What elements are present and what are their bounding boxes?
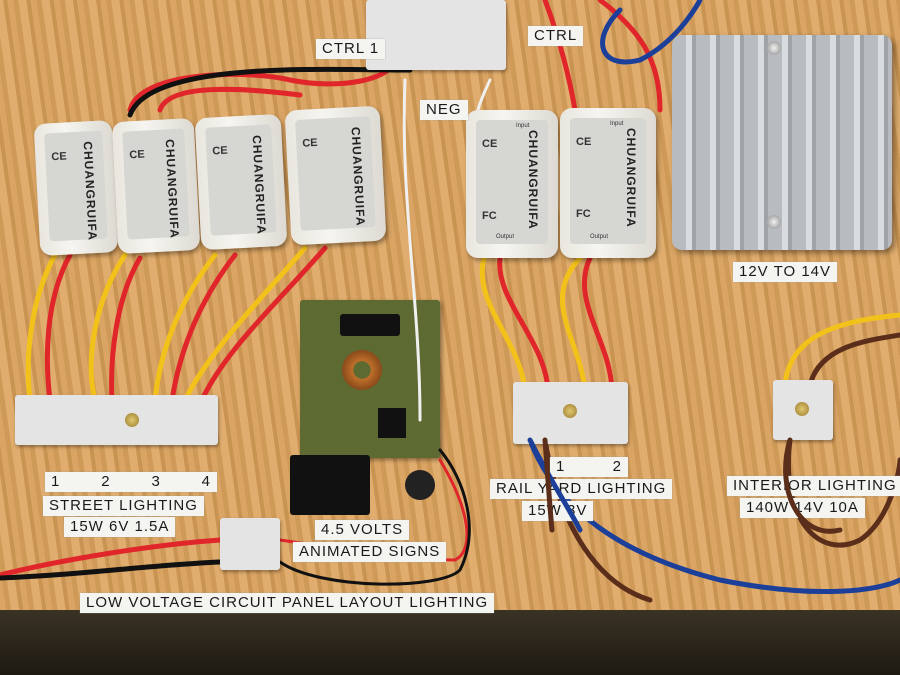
ce-mark: CE	[576, 136, 592, 148]
circuit-number: 1	[51, 473, 61, 490]
fc-mark: FC	[482, 210, 497, 222]
input-label: Input	[610, 121, 624, 127]
label-rail-numbers: 1 2	[550, 457, 628, 477]
input-label: Input	[516, 123, 530, 129]
ce-mark: CE	[482, 138, 498, 150]
screw-icon	[795, 402, 809, 416]
low-voltage-terminal-block	[220, 518, 280, 570]
led-driver-module-6: CE CHUANGRUIFA Input Output FC	[560, 108, 656, 258]
toroid-inductor	[342, 350, 382, 390]
label-panel-title: LOW VOLTAGE CIRCUIT PANEL LAYOUT LIGHTIN…	[80, 593, 495, 613]
label-street-spec: 15W 6V 1.5A	[64, 517, 176, 537]
circuit-number: 1	[556, 458, 566, 475]
circuit-number: 3	[151, 473, 161, 490]
circuit-number: 2	[101, 473, 111, 490]
label-ctrl-2: CTRL	[528, 26, 584, 46]
ic-chip	[378, 408, 406, 438]
fc-mark: FC	[576, 208, 591, 220]
label-neg: NEG	[420, 100, 468, 120]
voltage-converter-heatsink	[672, 35, 892, 250]
screw-icon	[767, 215, 781, 229]
rail-yard-terminal-block	[513, 382, 628, 444]
screw-icon	[767, 41, 781, 55]
interior-terminal-block	[773, 380, 833, 440]
label-converter: 12V TO 14V	[733, 262, 838, 282]
under-panel-shadow	[0, 610, 900, 675]
brand-name: CHUANGRUIFA	[526, 130, 540, 230]
brand-name: CHUANGRUIFA	[624, 128, 638, 228]
label-signs-voltage: 4.5 VOLTS	[315, 520, 410, 540]
circuit-number: 2	[612, 458, 622, 475]
label-rail-yard: RAIL YARD LIGHTING	[490, 479, 673, 499]
street-lighting-terminal-block	[15, 395, 218, 445]
regulator-heatsink	[290, 455, 370, 515]
bridge-rectifier	[405, 470, 435, 500]
label-interior-lighting: INTERIOR LIGHTING	[727, 476, 900, 496]
label-street-lighting: STREET LIGHTING	[43, 496, 204, 516]
control-terminal-block	[366, 0, 506, 70]
led-driver-module-5: CE CHUANGRUIFA Input Output FC	[466, 110, 558, 258]
label-street-numbers: 1 2 3 4	[45, 472, 217, 492]
label-interior-spec: 140W 14V 10A	[740, 498, 865, 518]
circuit-number: 4	[201, 473, 211, 490]
label-ctrl-1: CTRL 1	[316, 39, 386, 59]
label-animated-signs: ANIMATED SIGNS	[293, 542, 447, 562]
capacitor	[340, 314, 400, 336]
screw-icon	[563, 404, 577, 418]
screw-icon	[125, 413, 139, 427]
output-label: Output	[496, 234, 515, 240]
output-label: Output	[590, 234, 609, 240]
